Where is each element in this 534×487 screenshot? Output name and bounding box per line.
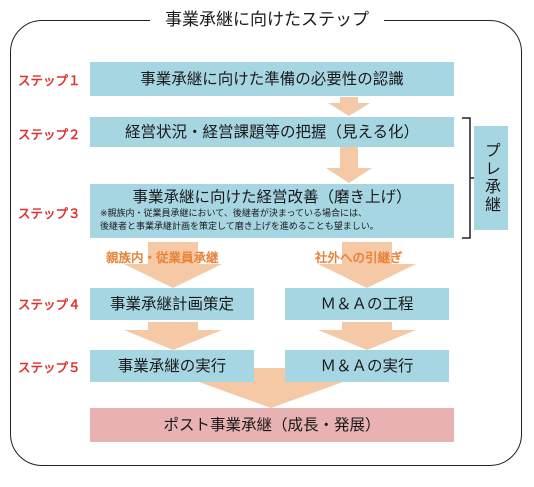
branch-right-label: 社外への引継ぎ	[315, 250, 403, 265]
step-3-note-line-1: ※親族内・従業員承継において、後継者が決まっている場合には、	[100, 209, 368, 219]
step-2-box: 経営状況・経営課題等の把握（見える化）	[90, 117, 454, 147]
step-3-note-line-2: 後継者と事業承継計画を策定して磨き上げを進めることも望ましい。	[100, 222, 379, 232]
diagram-title: 事業承継に向けたステップ	[150, 8, 384, 32]
step-4-label: ステップ４	[18, 297, 81, 312]
arrow-2-3	[326, 145, 372, 183]
step-2-label: ステップ２	[18, 127, 81, 142]
post-succession-box: ポスト事業承継（成長・発展）	[90, 408, 454, 442]
step-1-box: 事業承継に向けた準備の必要性の認識	[90, 62, 454, 96]
arrow-1-2	[328, 97, 370, 116]
arrow-right-3-4	[318, 242, 416, 288]
step-5-label: ステップ５	[18, 360, 81, 375]
step-3-box: 事業承継に向けた経営改善（磨き上げ） ※親族内・従業員承継において、後継者が決ま…	[90, 184, 454, 238]
step-3-label: ステップ３	[18, 206, 81, 221]
arrow-left-3-4	[124, 242, 222, 288]
step-1-label: ステップ１	[18, 73, 81, 88]
step-3-title: 事業承継に向けた経営改善（磨き上げ）	[132, 188, 412, 206]
step-5-left-box: 事業承継の実行	[90, 350, 254, 382]
arrow-right-4-5	[318, 322, 416, 350]
step-5-right-box: Ｍ＆Ａの実行	[285, 350, 449, 382]
pre-bracket	[462, 117, 471, 239]
pre-succession-box: プレ承継	[474, 126, 508, 230]
branch-left-label: 親族内・従業員承継	[106, 250, 219, 265]
arrow-left-4-5	[124, 322, 222, 350]
step-4-right-box: Ｍ＆Ａの工程	[285, 288, 449, 320]
arrow-5-final	[199, 368, 343, 408]
step-4-left-box: 事業承継計画策定	[90, 288, 254, 320]
